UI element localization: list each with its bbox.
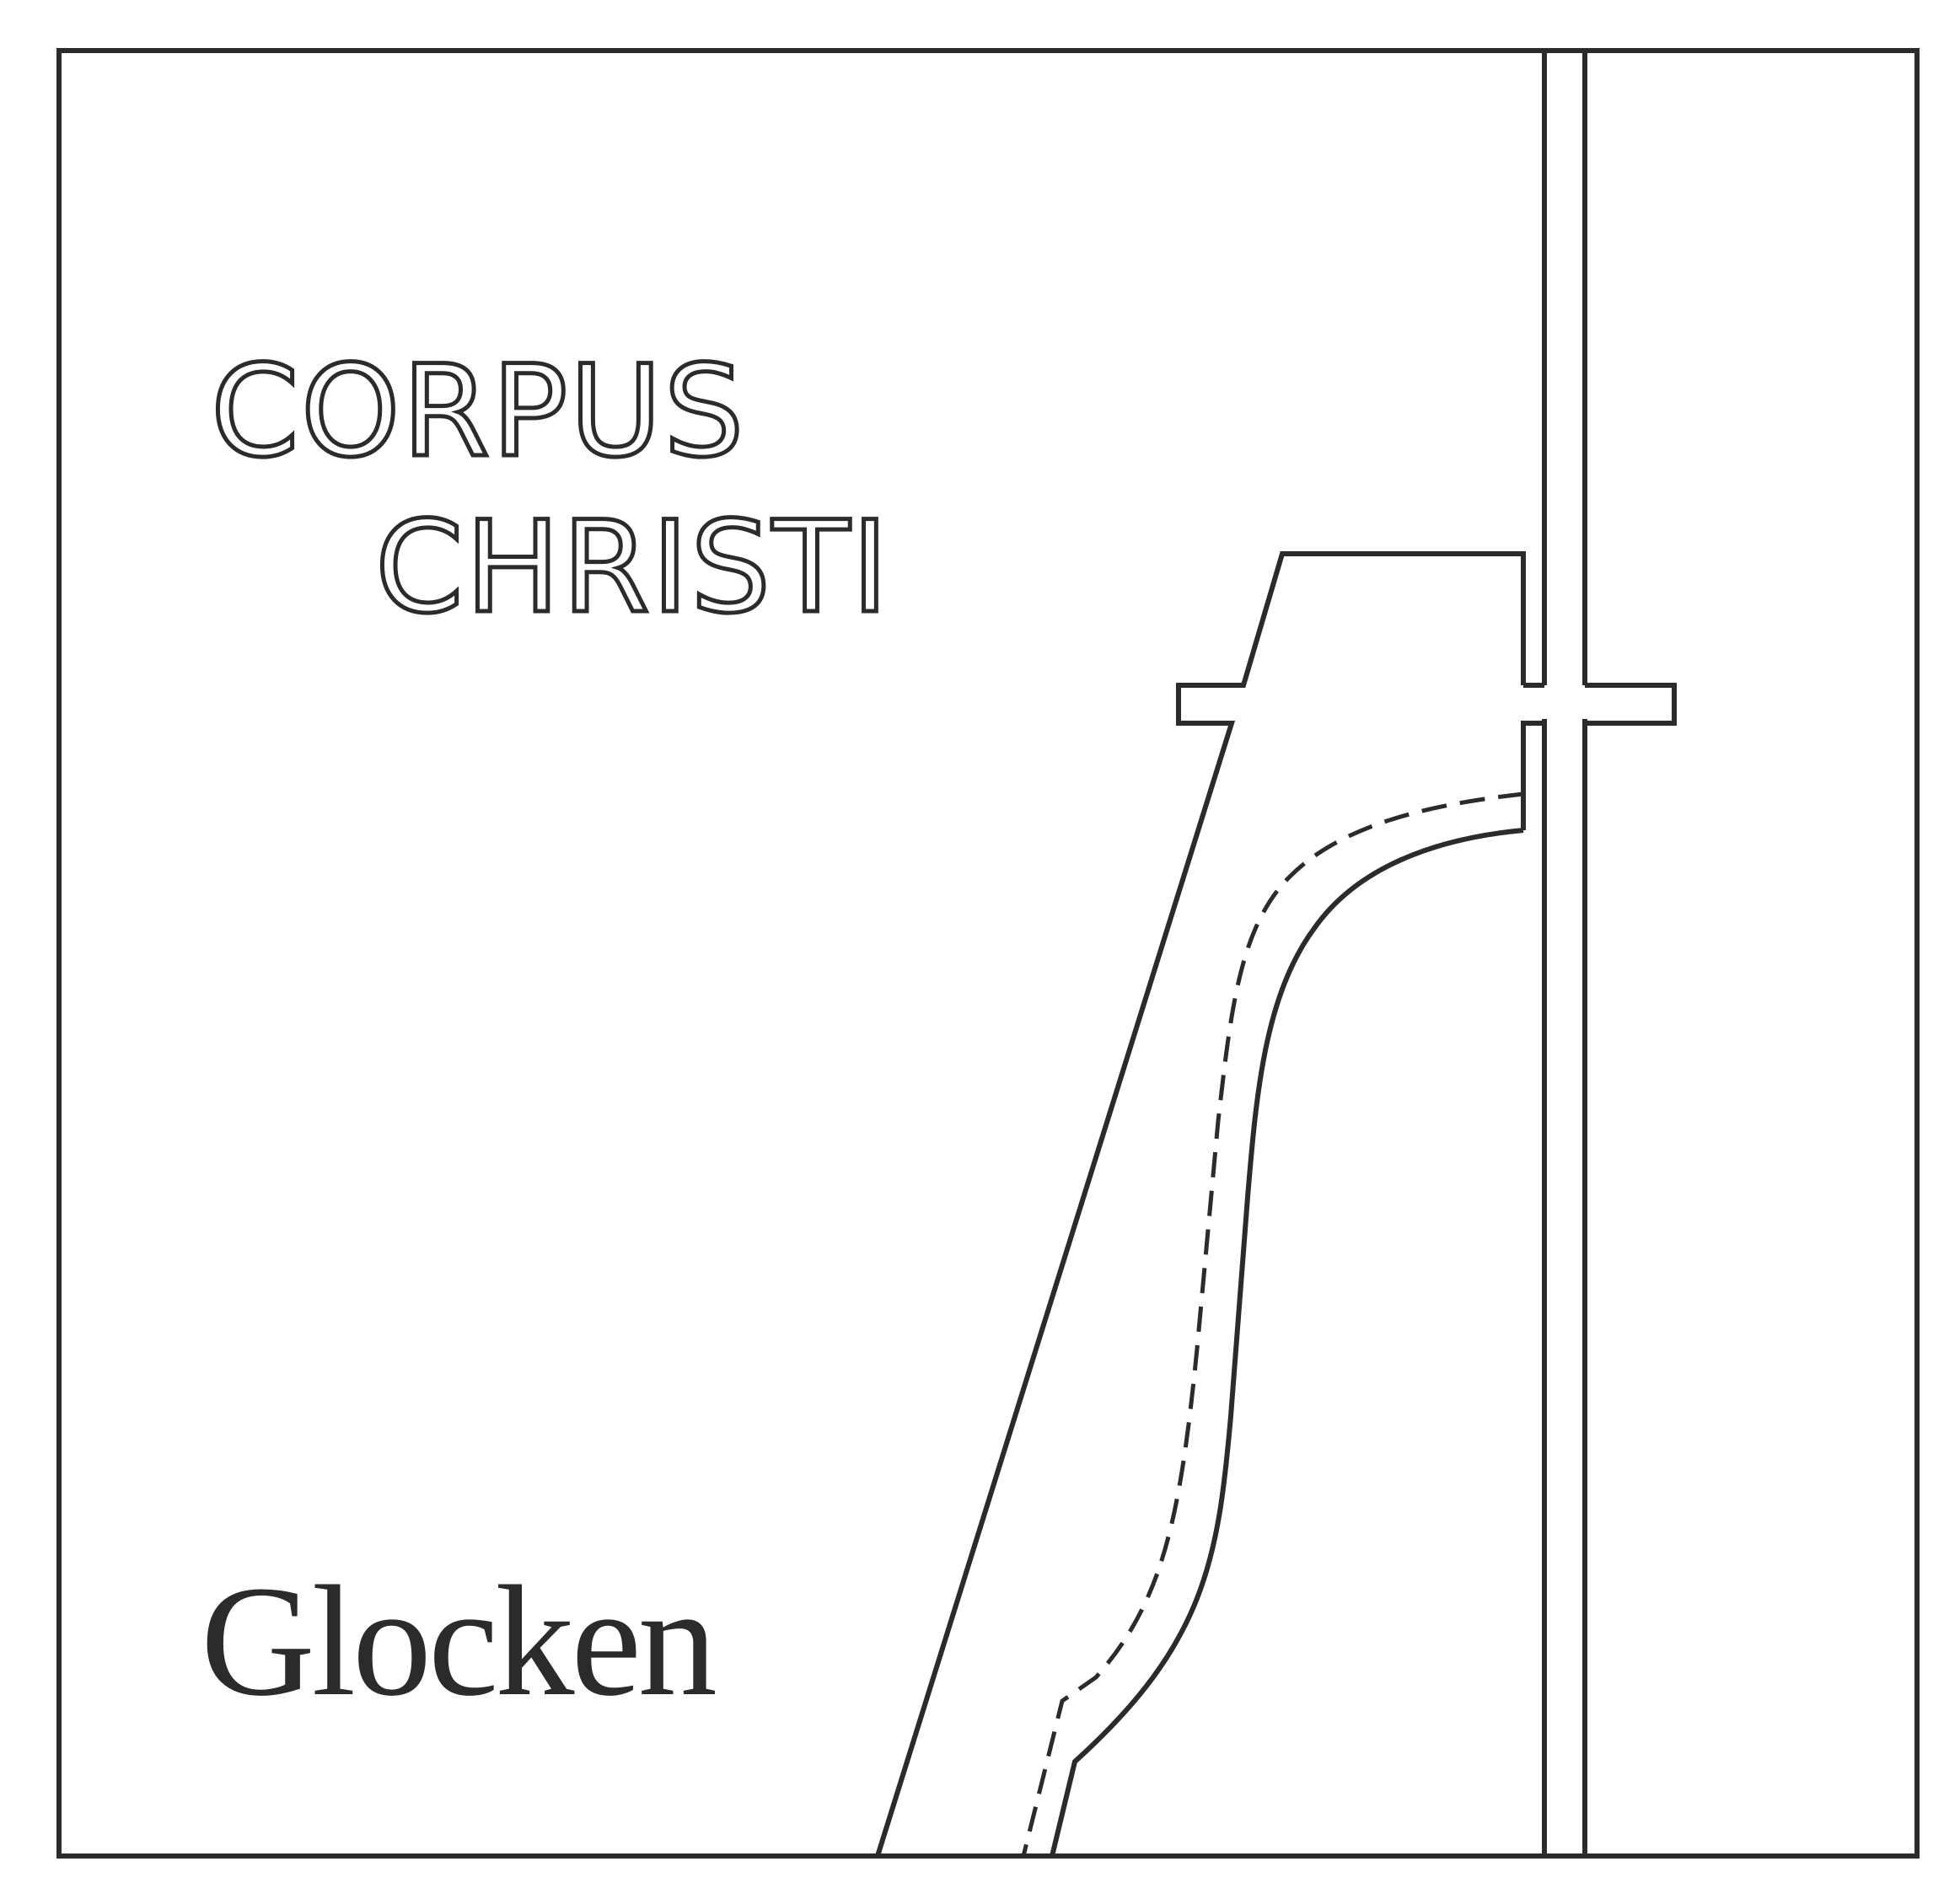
bell-dashed-contour bbox=[1021, 791, 1524, 1857]
vertical-rail bbox=[1542, 51, 1587, 1856]
collar-gap-bottom bbox=[1521, 721, 1544, 830]
bell-inner-contour bbox=[1050, 828, 1524, 1857]
collar-right bbox=[1585, 683, 1677, 726]
title-line-christi: CHRISTI bbox=[375, 495, 890, 641]
subtitle-glocken: Glocken bbox=[201, 1553, 716, 1729]
bell-head-outline bbox=[875, 551, 1526, 1857]
bell-outline-drawing bbox=[875, 551, 1677, 1857]
cover-frame bbox=[56, 48, 1920, 1859]
title-line-corpus: CORPUS bbox=[211, 339, 746, 485]
